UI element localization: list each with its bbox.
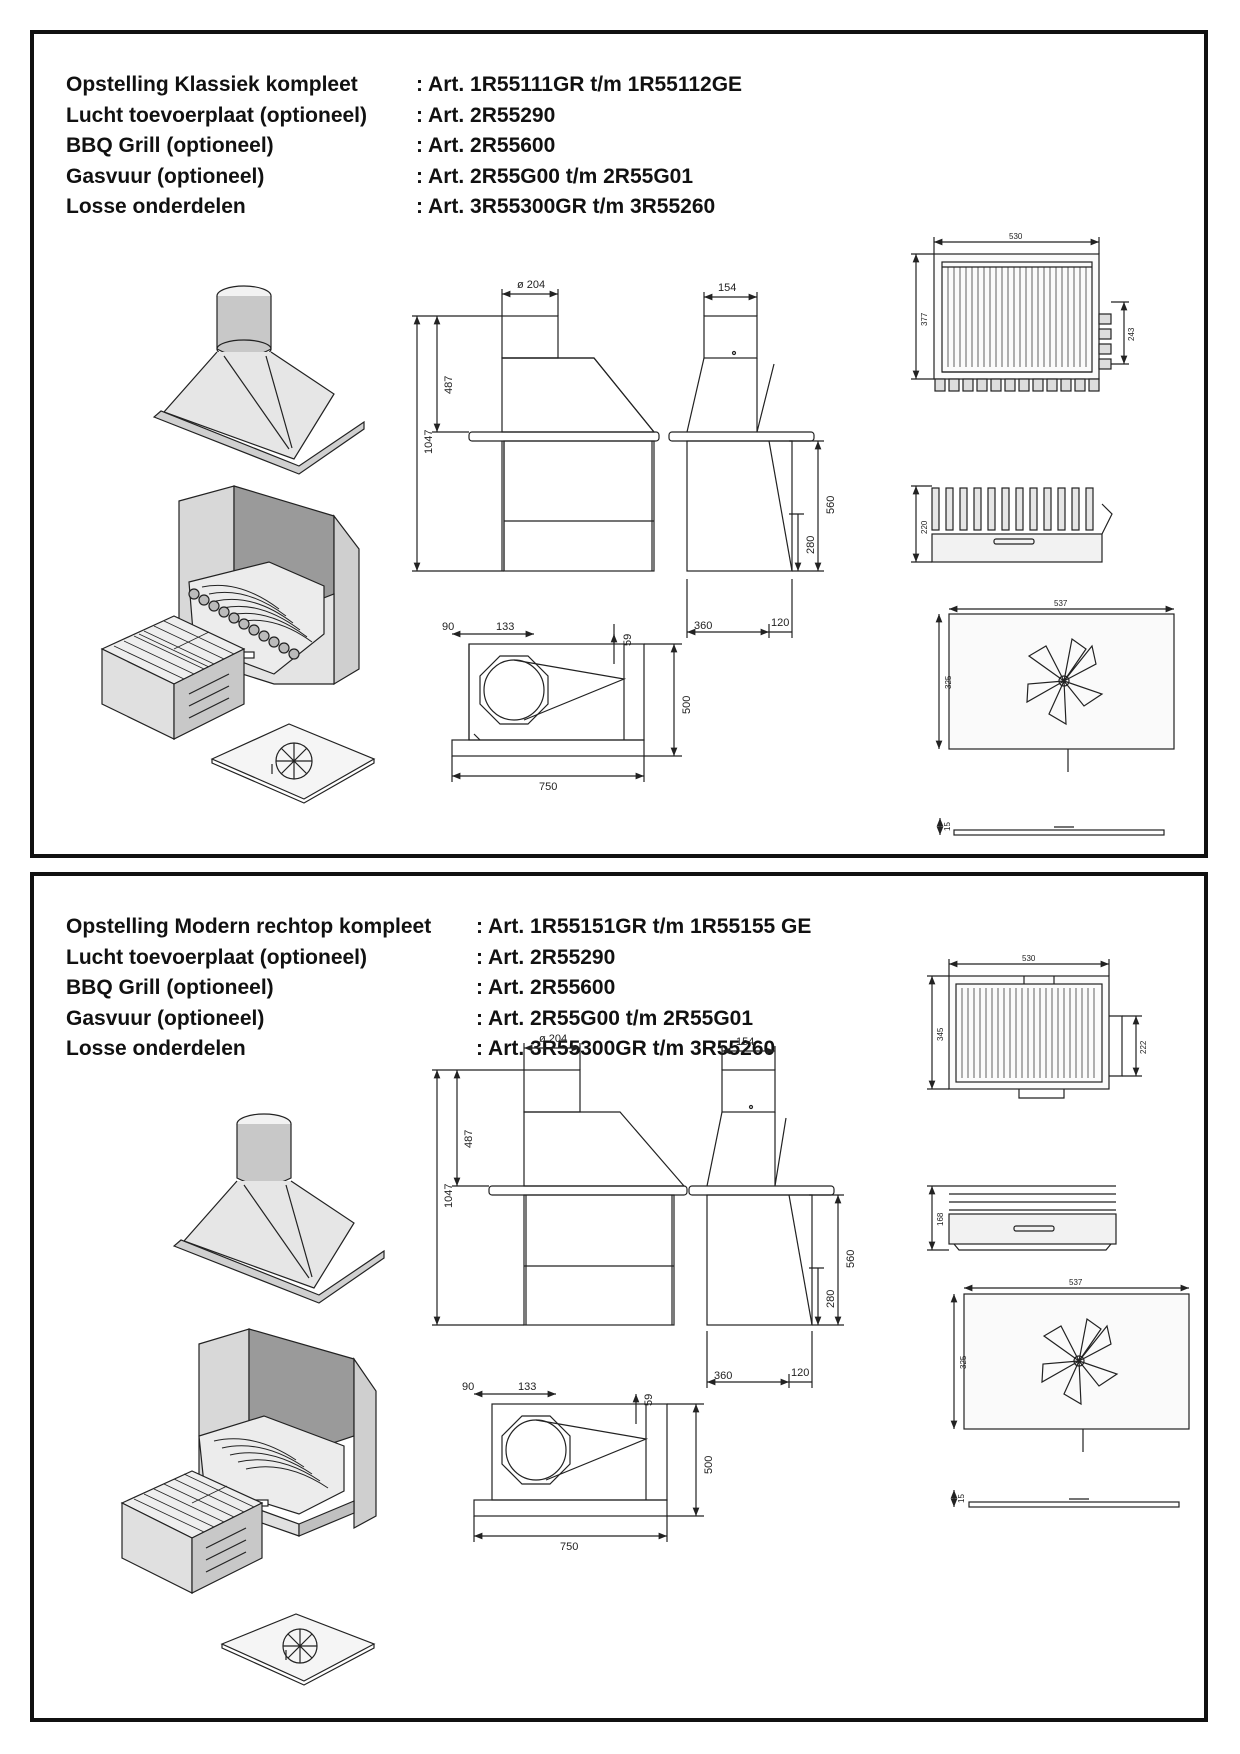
gas-plate-view [963, 1293, 1190, 1452]
dim-label: 59 [622, 634, 634, 646]
dim-label: 243 [1127, 327, 1136, 341]
technical-drawing-modern: ø 204 154 487 1047 560 280 360 120 90 13… [120, 954, 1190, 1686]
dim-label: 560 [845, 1250, 857, 1268]
technical-drawing-klassiek: ø 204 154 487 1047 560 280 360 120 90 13… [100, 232, 1175, 836]
dim-label: 530 [1009, 232, 1023, 241]
spec-value: : Art. 2R55G00 t/m 2R55G01 [416, 164, 694, 188]
spec-value: : Art. 1R55151GR t/m 1R55155 GE [476, 915, 812, 938]
dim-label: 530 [1022, 954, 1036, 963]
dim-label: ø 204 [517, 279, 545, 291]
dim-label: 154 [736, 1036, 754, 1048]
spec-row: BBQ Grill (optioneel) : Art. 2R55600 [66, 131, 742, 162]
dim-label: 500 [681, 696, 693, 714]
dim-label: 537 [1069, 1278, 1083, 1287]
panel-klassiek: Opstelling Klassiek kompleet : Art. 1R551… [30, 30, 1208, 858]
spec-label: Gasvuur (optioneel) [66, 1006, 265, 1030]
dim-label: 120 [771, 617, 789, 629]
front-view [468, 315, 660, 572]
dim-label: 537 [1054, 599, 1068, 608]
spec-label: Opstelling Modern rechtop kompleet [66, 915, 432, 938]
dim-label: 500 [703, 1456, 715, 1474]
dim-label: 280 [825, 1290, 837, 1308]
dim-label: 220 [920, 520, 929, 534]
iso-air-plate [220, 1613, 376, 1686]
dim-label: 280 [805, 536, 817, 554]
spec-value: : Art. 2R55290 [416, 103, 556, 127]
grill-side-view [948, 1185, 1117, 1251]
dim-label: 222 [1139, 1040, 1148, 1054]
spec-list: Opstelling Modern rechtop kompleet : Art.… [66, 912, 811, 1065]
dim-label: 1047 [423, 430, 435, 454]
dim-label: 750 [560, 1541, 578, 1553]
dim-label: 15 [943, 822, 952, 831]
iso-hood [172, 1113, 385, 1304]
spec-row: Opstelling Klassiek kompleet : Art. 1R551… [66, 70, 742, 101]
spec-row: Gasvuur (optioneel) : Art. 2R55G00 t/m 2R… [66, 1004, 811, 1035]
spec-row: Lucht toevoerplaat (optioneel) : Art. 2R5… [66, 101, 742, 132]
spec-label: BBQ Grill (optioneel) [66, 134, 274, 157]
grill-top-view [948, 975, 1123, 1099]
spec-list: Opstelling Klassiek kompleet : Art. 1R551… [66, 70, 742, 223]
spec-row: Lucht toevoerplaat (optioneel) : Art. 2R5… [66, 943, 811, 974]
dim-label: 750 [539, 781, 557, 793]
spec-label: Gasvuur (optioneel) [66, 164, 265, 188]
dim-label: 90 [462, 1381, 474, 1393]
spec-label: Opstelling Klassiek kompleet [66, 73, 358, 96]
dim-label: 59 [643, 1394, 655, 1406]
gas-plate-view [948, 613, 1175, 772]
iso-fireplace [198, 1328, 377, 1537]
gas-plate-side [953, 826, 1165, 836]
plan-view [451, 643, 645, 757]
spec-value: : Art. 2R55600 [476, 976, 616, 999]
spec-row: Opstelling Modern rechtop kompleet : Art.… [66, 912, 811, 943]
spec-value: : Art. 2R55290 [476, 945, 616, 969]
iso-bbq-grill [120, 1470, 264, 1594]
dim-label: 15 [957, 1494, 966, 1503]
spec-label: BBQ Grill (optioneel) [66, 976, 274, 999]
spec-label: Losse onderdelen [66, 195, 246, 218]
dim-label: 90 [442, 621, 454, 633]
side-view [688, 1069, 835, 1326]
dim-label: 133 [496, 621, 514, 633]
spec-label: Lucht toevoerplaat (optioneel) [66, 103, 368, 127]
dim-label: 360 [694, 620, 712, 632]
spec-row: Gasvuur (optioneel) : Art. 2R55G00 t/m 2R… [66, 162, 742, 193]
dim-label: 120 [791, 1367, 809, 1379]
dim-label: 325 [944, 675, 953, 689]
front-view [488, 1069, 688, 1326]
dim-label: 1047 [443, 1184, 455, 1208]
spec-row: BBQ Grill (optioneel) : Art. 2R55600 [66, 973, 811, 1004]
iso-hood [152, 285, 365, 475]
dim-label: 487 [463, 1130, 475, 1148]
spec-value: : Art. 2R55600 [416, 134, 556, 157]
spec-value: : Art. 3R55300GR t/m 3R55260 [416, 195, 716, 218]
dim-label: 487 [443, 376, 455, 394]
dim-label: 154 [718, 282, 736, 294]
dim-label: 345 [936, 1027, 945, 1041]
iso-bbq-grill [100, 615, 246, 740]
panel-modern-rechtop: Opstelling Modern rechtop kompleet : Art.… [30, 872, 1208, 1722]
spec-value: : Art. 1R55111GR t/m 1R55112GE [416, 73, 743, 96]
dim-label: 133 [518, 1381, 536, 1393]
grill-side-view [931, 487, 1113, 563]
spec-value: : Art. 2R55G00 t/m 2R55G01 [476, 1006, 754, 1030]
spec-value: : Art. 3R55300GR t/m 3R55260 [476, 1037, 776, 1060]
spec-label: Lucht toevoerplaat (optioneel) [66, 945, 368, 969]
spec-label: Losse onderdelen [66, 1037, 246, 1060]
side-view [668, 315, 815, 572]
spec-row: Losse onderdelen : Art. 3R55300GR t/m 3R5… [66, 1034, 811, 1065]
plan-view [473, 1403, 668, 1517]
dim-label: 168 [936, 1212, 945, 1226]
grill-top-view [933, 253, 1112, 392]
dim-label: ø 204 [539, 1033, 567, 1045]
spec-row: Losse onderdelen : Art. 3R55300GR t/m 3R5… [66, 192, 742, 223]
dim-label: 560 [825, 496, 837, 514]
iso-air-plate [210, 723, 376, 804]
dim-label: 377 [920, 312, 929, 326]
dim-label: 360 [714, 1370, 732, 1382]
gas-plate-side [968, 1498, 1180, 1508]
dim-label: 325 [959, 1355, 968, 1369]
